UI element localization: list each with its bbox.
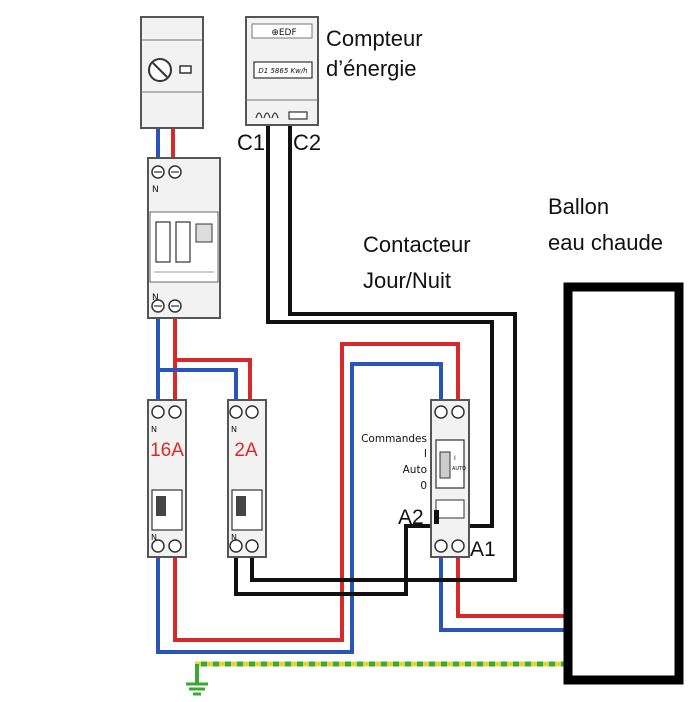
terminal-c1-label: C1 [237, 130, 265, 155]
meter-label-line1: Compteur [326, 26, 423, 51]
command-i-label: I [424, 448, 427, 460]
earth-bus [195, 661, 566, 684]
breaker-2a-rating: 2A [234, 440, 258, 461]
rcd-neutral-top: N [152, 185, 159, 195]
terminal-c2-label: C2 [293, 130, 321, 155]
water-heater-box [563, 282, 684, 685]
differential-switch: N N [147, 157, 221, 319]
command-0-label: 0 [420, 480, 427, 492]
rcd-neutral-bottom: N [152, 293, 159, 303]
day-night-contactor: I AUTO [430, 399, 470, 558]
breaker-16a: N 16A N [147, 399, 187, 558]
meter-terminals-icon [255, 112, 279, 119]
breaker-16a-neutral-top: N [151, 425, 157, 434]
terminal-a2-label: A2 [398, 506, 424, 529]
main-switch [140, 16, 204, 129]
control-wires [234, 124, 517, 596]
command-auto-label: Auto [403, 464, 427, 476]
contactor-label-line1: Contacteur [363, 232, 471, 257]
boiler-label-line2: eau chaude [548, 230, 663, 255]
breaker-2a-neutral-top: N [231, 425, 237, 434]
contactor-label-line2: Jour/Nuit [363, 268, 451, 293]
boiler-label-line1: Ballon [548, 194, 609, 219]
breaker-16a-rating: 16A [150, 440, 184, 461]
meter-display: D1 5865 Kw/h [258, 67, 307, 75]
phase-wires [171, 128, 566, 642]
commandes-label: Commandes [361, 433, 427, 445]
meter-brand: ⊕EDF [271, 28, 296, 38]
contactor-auto-mark: AUTO [452, 466, 466, 472]
earth-symbol-icon [186, 682, 208, 696]
breaker-2a-neutral-bottom: N [231, 533, 237, 542]
meter-label-line2: d’énergie [326, 56, 417, 81]
terminal-a1-label: A1 [470, 538, 496, 561]
breaker-16a-neutral-bottom: N [151, 533, 157, 542]
energy-meter: ⊕EDF D1 5865 Kw/h [245, 16, 319, 126]
contactor-i-mark: I [454, 455, 456, 462]
breaker-2a: N 2A N [227, 399, 267, 558]
